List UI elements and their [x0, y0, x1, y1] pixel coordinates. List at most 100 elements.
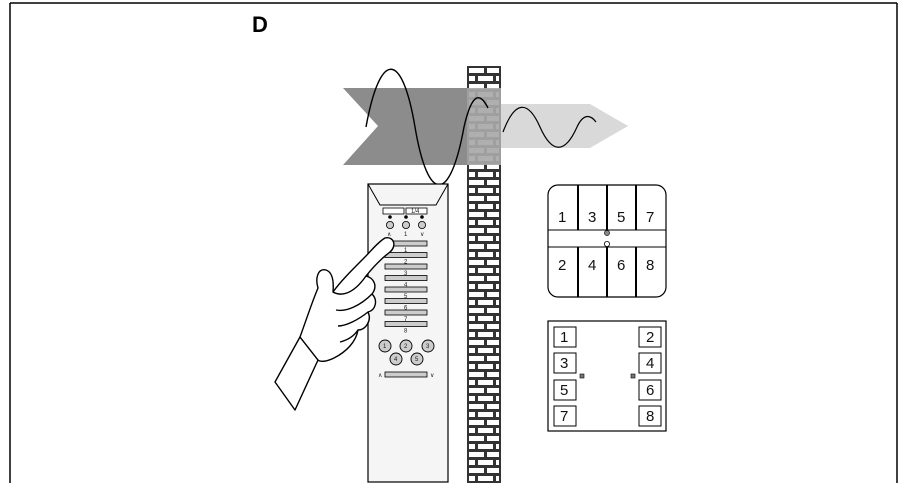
switch-led-bottom — [604, 240, 611, 247]
panel-label-3: 3 — [560, 355, 568, 372]
pointing-hand — [274, 237, 395, 411]
group-label-1: 1 — [383, 344, 387, 350]
remote-channel-button-5[interactable] — [384, 286, 428, 293]
group-button-1[interactable] — [378, 339, 392, 353]
wall-brick — [469, 388, 484, 393]
wall-brick — [478, 476, 493, 481]
wall-brick — [469, 284, 475, 289]
switch-key-1[interactable]: 1 — [558, 209, 566, 226]
wall-brick — [469, 476, 475, 481]
wall-brick — [469, 332, 475, 337]
wall-brick — [487, 196, 499, 201]
switch-key-3[interactable]: 3 — [588, 209, 596, 226]
remote-channel-label-5: 5 — [404, 294, 408, 300]
wall-brick — [469, 220, 475, 225]
panel-label-8: 8 — [646, 408, 654, 425]
wall-brick — [469, 84, 484, 89]
group-button-3[interactable] — [421, 339, 435, 353]
wall-brick — [469, 444, 475, 449]
wall-brick — [496, 444, 499, 449]
remote-channel-button-6[interactable] — [384, 298, 428, 304]
panel-button-3[interactable] — [553, 352, 577, 374]
wall-brick — [469, 172, 475, 177]
switch-key-5[interactable]: 5 — [617, 209, 625, 226]
wall-brick — [469, 212, 484, 217]
wall-brick — [487, 372, 499, 377]
remote-button-select[interactable] — [401, 220, 410, 229]
wall-brick — [487, 420, 499, 425]
panel-button-7[interactable] — [553, 405, 577, 427]
switch-key-6[interactable]: 6 — [617, 257, 625, 274]
wall-brick — [469, 356, 484, 361]
wall-brick — [469, 164, 484, 169]
switch-panel-8-button: 1 3 5 7 2 4 6 8 — [547, 320, 667, 432]
group-label-2: 2 — [404, 344, 408, 350]
remote-top-label-1: ∧ — [387, 232, 391, 238]
wall-brick — [469, 292, 484, 297]
wall-brick — [478, 460, 493, 465]
switch-led-top — [604, 230, 610, 236]
panel-indicator-right — [630, 373, 636, 379]
wall-brick — [496, 172, 499, 177]
panel-label-5: 5 — [560, 382, 568, 399]
wall-brick — [487, 164, 499, 169]
wall-brick — [478, 428, 493, 433]
remote-channel-button-3[interactable] — [384, 263, 428, 270]
wall-brick — [469, 204, 475, 209]
wall-brick — [487, 308, 499, 313]
wall-brick — [496, 236, 499, 241]
panel-button-4[interactable] — [638, 352, 662, 374]
panel-label-1: 1 — [560, 329, 568, 346]
wall-brick — [469, 68, 484, 73]
wall-brick — [487, 404, 499, 409]
wall-brick — [478, 300, 493, 305]
wall-brick — [469, 244, 484, 249]
wall-brick — [478, 236, 493, 241]
wall-brick — [496, 460, 499, 465]
switch-key-4[interactable]: 4 — [588, 257, 596, 274]
wall-brick — [487, 452, 499, 457]
panel-button-5[interactable] — [553, 379, 577, 401]
remote-channel-button-8[interactable] — [384, 321, 428, 327]
remote-display-right-label: 1/4 — [411, 209, 420, 215]
remote-button-up[interactable] — [385, 220, 394, 229]
wall-brick — [496, 204, 499, 209]
wall-brick — [469, 76, 475, 81]
switch-key-8[interactable]: 8 — [646, 257, 654, 274]
panel-button-8[interactable] — [638, 405, 662, 427]
remote-channel-button-2[interactable] — [384, 252, 428, 258]
remote-channel-button-7[interactable] — [384, 309, 428, 316]
group-label-5: 5 — [415, 357, 419, 363]
group-button-2[interactable] — [399, 339, 413, 353]
remote-channel-button-4[interactable] — [384, 275, 428, 281]
switch-key-7[interactable]: 7 — [646, 209, 654, 226]
wall-brick — [496, 252, 499, 257]
wall-brick — [487, 292, 499, 297]
wall-brick — [496, 188, 499, 193]
group-button-4[interactable] — [389, 352, 403, 366]
signal-wave-strong — [365, 68, 489, 186]
wall-brick — [469, 420, 484, 425]
panel-button-6[interactable] — [638, 379, 662, 401]
remote-button-down[interactable] — [417, 220, 426, 229]
wall-brick — [487, 388, 499, 393]
panel-button-1[interactable] — [553, 326, 577, 348]
wall-brick — [478, 268, 493, 273]
wall-brick — [496, 380, 499, 385]
wall-brick — [469, 436, 484, 441]
wall-brick — [496, 476, 499, 481]
panel-button-2[interactable] — [638, 326, 662, 348]
wall-brick — [478, 188, 493, 193]
remote-display-left — [382, 207, 405, 215]
panel-indicator-left — [579, 373, 585, 379]
wall-brick — [496, 76, 499, 81]
wall-brick — [496, 316, 499, 321]
group-button-5[interactable] — [410, 352, 424, 366]
remote-bottom-button[interactable] — [384, 371, 428, 378]
panel-label-2: 2 — [646, 329, 654, 346]
wall-brick — [469, 228, 484, 233]
wall-brick — [469, 316, 475, 321]
switch-key-2[interactable]: 2 — [558, 257, 566, 274]
wall-brick — [469, 380, 475, 385]
